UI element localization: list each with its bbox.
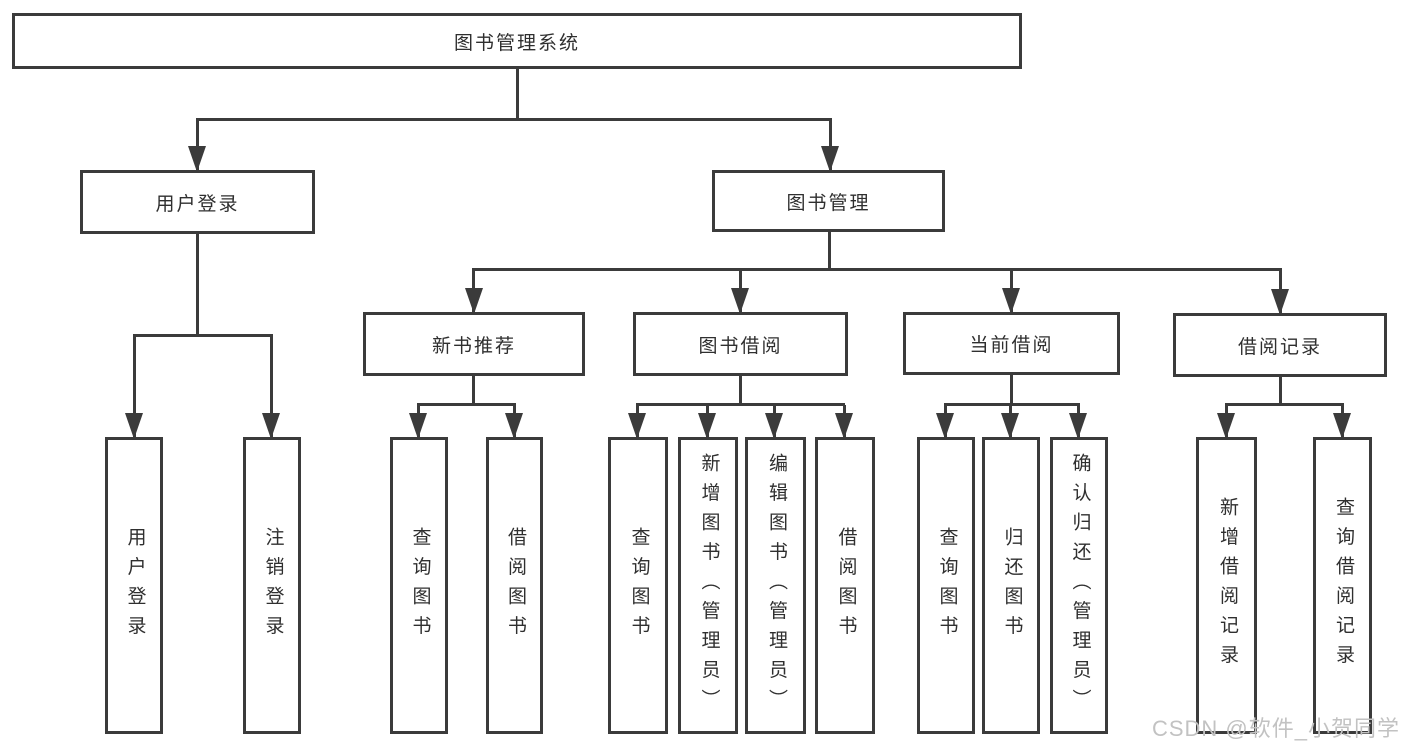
- node-label: 编辑图书（管理员）: [765, 452, 787, 719]
- arrow-down-icon: [628, 413, 646, 439]
- node-borrow-records: 借阅记录: [1173, 313, 1387, 377]
- node-label: 图书借阅: [698, 335, 783, 357]
- connector-line: [417, 403, 516, 406]
- arrow-down-icon: [698, 413, 716, 439]
- node-leaf-add-book: 新增图书（管理员）: [678, 437, 738, 734]
- arrow-down-icon: [821, 146, 839, 172]
- node-label: 用户登录: [124, 526, 146, 645]
- node-label: 新增图书（管理员）: [698, 452, 720, 719]
- node-label: 查询图书: [409, 526, 431, 645]
- connector-line: [1010, 375, 1013, 405]
- arrow-down-icon: [1333, 413, 1351, 439]
- connector-line: [1225, 403, 1344, 406]
- node-label: 新增借阅记录: [1216, 497, 1238, 674]
- arrow-down-icon: [1217, 413, 1235, 439]
- connector-line: [196, 120, 199, 170]
- connector-line: [133, 336, 136, 437]
- connector-line: [1279, 377, 1282, 404]
- arrow-down-icon: [465, 288, 483, 314]
- connector-line: [636, 403, 845, 406]
- node-book-management: 图书管理: [712, 170, 945, 232]
- arrow-down-icon: [125, 413, 143, 439]
- node-label: 新书推荐: [431, 335, 516, 357]
- arrow-down-icon: [505, 413, 523, 439]
- connector-line: [196, 118, 832, 121]
- connector-line: [270, 336, 273, 437]
- node-book-borrow: 图书借阅: [633, 312, 848, 376]
- node-label: 借阅图书: [504, 526, 526, 645]
- connector-line: [196, 234, 199, 336]
- node-leaf-query-book-1: 查询图书: [390, 437, 448, 734]
- arrow-down-icon: [1001, 413, 1019, 439]
- node-label: 当前借阅: [969, 335, 1054, 356]
- node-label: 查询图书: [936, 526, 958, 645]
- arrow-down-icon: [1069, 413, 1087, 439]
- node-new-book-recommend: 新书推荐: [363, 312, 585, 376]
- node-label: 查询借阅记录: [1332, 497, 1354, 674]
- node-current-borrow: 当前借阅: [903, 312, 1120, 375]
- node-leaf-add-borrow-record: 新增借阅记录: [1196, 437, 1257, 734]
- connector-line: [944, 403, 1080, 406]
- connector-line: [829, 120, 832, 170]
- node-label: 查询图书: [628, 526, 650, 645]
- node-label: 借阅图书: [835, 526, 857, 645]
- connector-line: [516, 69, 519, 120]
- node-leaf-borrow-book-1: 借阅图书: [486, 437, 543, 734]
- node-label: 确认归还（管理员）: [1069, 452, 1091, 719]
- connector-line: [472, 268, 1282, 271]
- arrow-down-icon: [731, 288, 749, 314]
- node-leaf-user-login: 用户登录: [105, 437, 163, 734]
- node-label: 图书管理: [786, 192, 871, 214]
- node-label: 归还图书: [1001, 526, 1023, 645]
- connector-line: [739, 376, 742, 405]
- arrow-down-icon: [262, 413, 280, 439]
- arrow-down-icon: [409, 413, 427, 439]
- node-leaf-return-book: 归还图书: [982, 437, 1040, 734]
- node-user-login: 用户登录: [80, 170, 315, 234]
- node-leaf-query-borrow-record: 查询借阅记录: [1313, 437, 1372, 734]
- arrow-down-icon: [188, 146, 206, 172]
- watermark: CSDN @软件_小贺同学: [1151, 716, 1400, 741]
- connector-line: [828, 232, 831, 270]
- arrow-down-icon: [835, 413, 853, 439]
- arrow-down-icon: [1002, 288, 1020, 314]
- node-label: 图书管理系统: [453, 32, 580, 54]
- node-root: 图书管理系统: [12, 13, 1022, 69]
- node-label: 注销登录: [262, 526, 284, 645]
- node-leaf-edit-book: 编辑图书（管理员）: [745, 437, 806, 734]
- connector-line: [472, 376, 475, 405]
- arrow-down-icon: [936, 413, 954, 439]
- arrow-down-icon: [765, 413, 783, 439]
- node-leaf-logout: 注销登录: [243, 437, 301, 734]
- node-leaf-borrow-book-2: 借阅图书: [815, 437, 875, 734]
- node-leaf-query-book-2: 查询图书: [608, 437, 668, 734]
- connector-line: [133, 334, 273, 337]
- arrow-down-icon: [1271, 289, 1289, 315]
- node-leaf-confirm-return: 确认归还（管理员）: [1050, 437, 1108, 734]
- node-label: 借阅记录: [1237, 336, 1322, 358]
- node-leaf-query-book-3: 查询图书: [917, 437, 975, 734]
- node-label: 用户登录: [155, 193, 240, 215]
